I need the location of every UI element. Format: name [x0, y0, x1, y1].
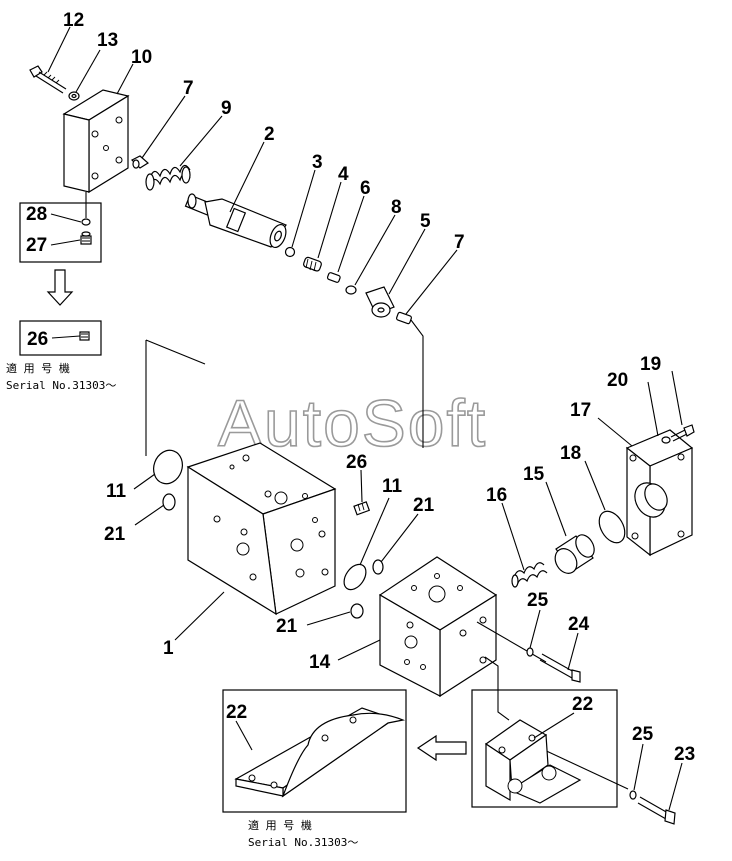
washer-13: [68, 91, 80, 101]
bolt-19: [670, 424, 695, 442]
oring-21-lower: [350, 603, 364, 619]
callout-15: 15: [523, 464, 545, 485]
callout-13: 13: [97, 30, 118, 51]
callout-19: 19: [640, 354, 661, 375]
callout-7-upper: 7: [183, 78, 194, 99]
left-arrow-icon: [416, 734, 467, 762]
oring-21-right: [372, 559, 384, 575]
bracket-22-right: [484, 719, 582, 804]
callout-26-block: 26: [346, 452, 367, 473]
callout-11-right: 11: [382, 476, 403, 497]
serial-note-top-line1: 適 用 号 機: [6, 361, 70, 375]
bolt-24: [539, 653, 581, 683]
plug-26-block: [353, 501, 371, 516]
plug-27: [80, 231, 92, 245]
valve-block-1: [186, 442, 337, 616]
callout-11-left: 11: [106, 481, 127, 502]
plug-26-top: [79, 331, 90, 341]
oring-11-left: [153, 449, 183, 485]
serial-note-bottom-line1: 適 用 号 機: [248, 818, 312, 832]
callout-6: 6: [360, 178, 371, 199]
callout-20: 20: [607, 370, 628, 391]
callout-22-left: 22: [226, 702, 247, 723]
callout-17: 17: [570, 400, 591, 421]
callout-8: 8: [391, 197, 402, 218]
callout-21-right: 21: [413, 495, 435, 516]
pin-7-lower: [396, 311, 412, 325]
assembly-line-pin7: [410, 319, 424, 448]
assembly-line-11: [145, 339, 206, 456]
callout-27: 27: [26, 235, 47, 256]
callout-labels: 12 13 10 7 9 2 3 4 6 8 5 7 28 27 26 19 2…: [26, 10, 695, 765]
plug-5: [365, 286, 395, 318]
callout-7-lower: 7: [454, 232, 465, 253]
serial-note-top: 適 用 号 機 Serial No.31303～: [6, 361, 116, 392]
spring-9: [145, 164, 191, 191]
spring-4: [303, 256, 322, 272]
serial-note-bottom-line2: Serial No.31303～: [248, 836, 358, 849]
bolt-12: [29, 65, 67, 94]
callout-24: 24: [568, 614, 590, 635]
callout-21-left: 21: [104, 524, 126, 545]
callout-16: 16: [486, 485, 507, 506]
valve-block-14: [378, 556, 498, 698]
assembly-line-23: [539, 747, 629, 790]
cover-17: [625, 429, 694, 557]
washer-25-upper: [526, 647, 534, 657]
washer-20: [661, 436, 671, 444]
callout-5: 5: [420, 211, 431, 232]
down-arrow-icon: [46, 269, 74, 306]
callout-10: 10: [131, 47, 152, 68]
callout-12: 12: [63, 10, 84, 31]
callout-23: 23: [674, 744, 695, 765]
oring-8: [345, 285, 357, 295]
callout-1: 1: [163, 638, 174, 659]
oring-28: [81, 218, 91, 226]
serial-note-top-line2: Serial No.31303～: [6, 379, 116, 392]
callout-22-right: 22: [572, 694, 593, 715]
oring-18: [598, 510, 626, 544]
callout-26-top: 26: [27, 329, 48, 350]
piston-15: [554, 534, 595, 574]
oring-21-left: [162, 493, 176, 511]
callout-4: 4: [338, 164, 349, 185]
pin-6: [326, 272, 341, 283]
ball-3: [284, 246, 296, 258]
callout-9: 9: [221, 98, 232, 119]
callout-25-upper: 25: [527, 590, 549, 611]
assembly-line-24: [476, 621, 547, 663]
callout-2: 2: [264, 124, 275, 145]
callout-18: 18: [560, 443, 581, 464]
leader-lines: [47, 26, 683, 811]
spring-16: [511, 562, 548, 588]
callout-14: 14: [309, 652, 331, 673]
bolt-23: [637, 796, 676, 825]
callout-25-lower: 25: [632, 724, 654, 745]
callout-3: 3: [312, 152, 323, 173]
oring-11-right: [343, 563, 367, 591]
callout-21-lower: 21: [276, 616, 298, 637]
callout-28: 28: [26, 204, 47, 225]
assembly-line-bracket: [484, 656, 510, 721]
pin-7-upper: [130, 155, 150, 169]
serial-note-bottom: 適 用 号 機 Serial No.31303～: [248, 818, 358, 849]
cover-10: [62, 89, 130, 194]
washer-25-lower: [629, 790, 637, 800]
bracket-22-left: [234, 707, 406, 798]
spool-2: [184, 193, 287, 249]
